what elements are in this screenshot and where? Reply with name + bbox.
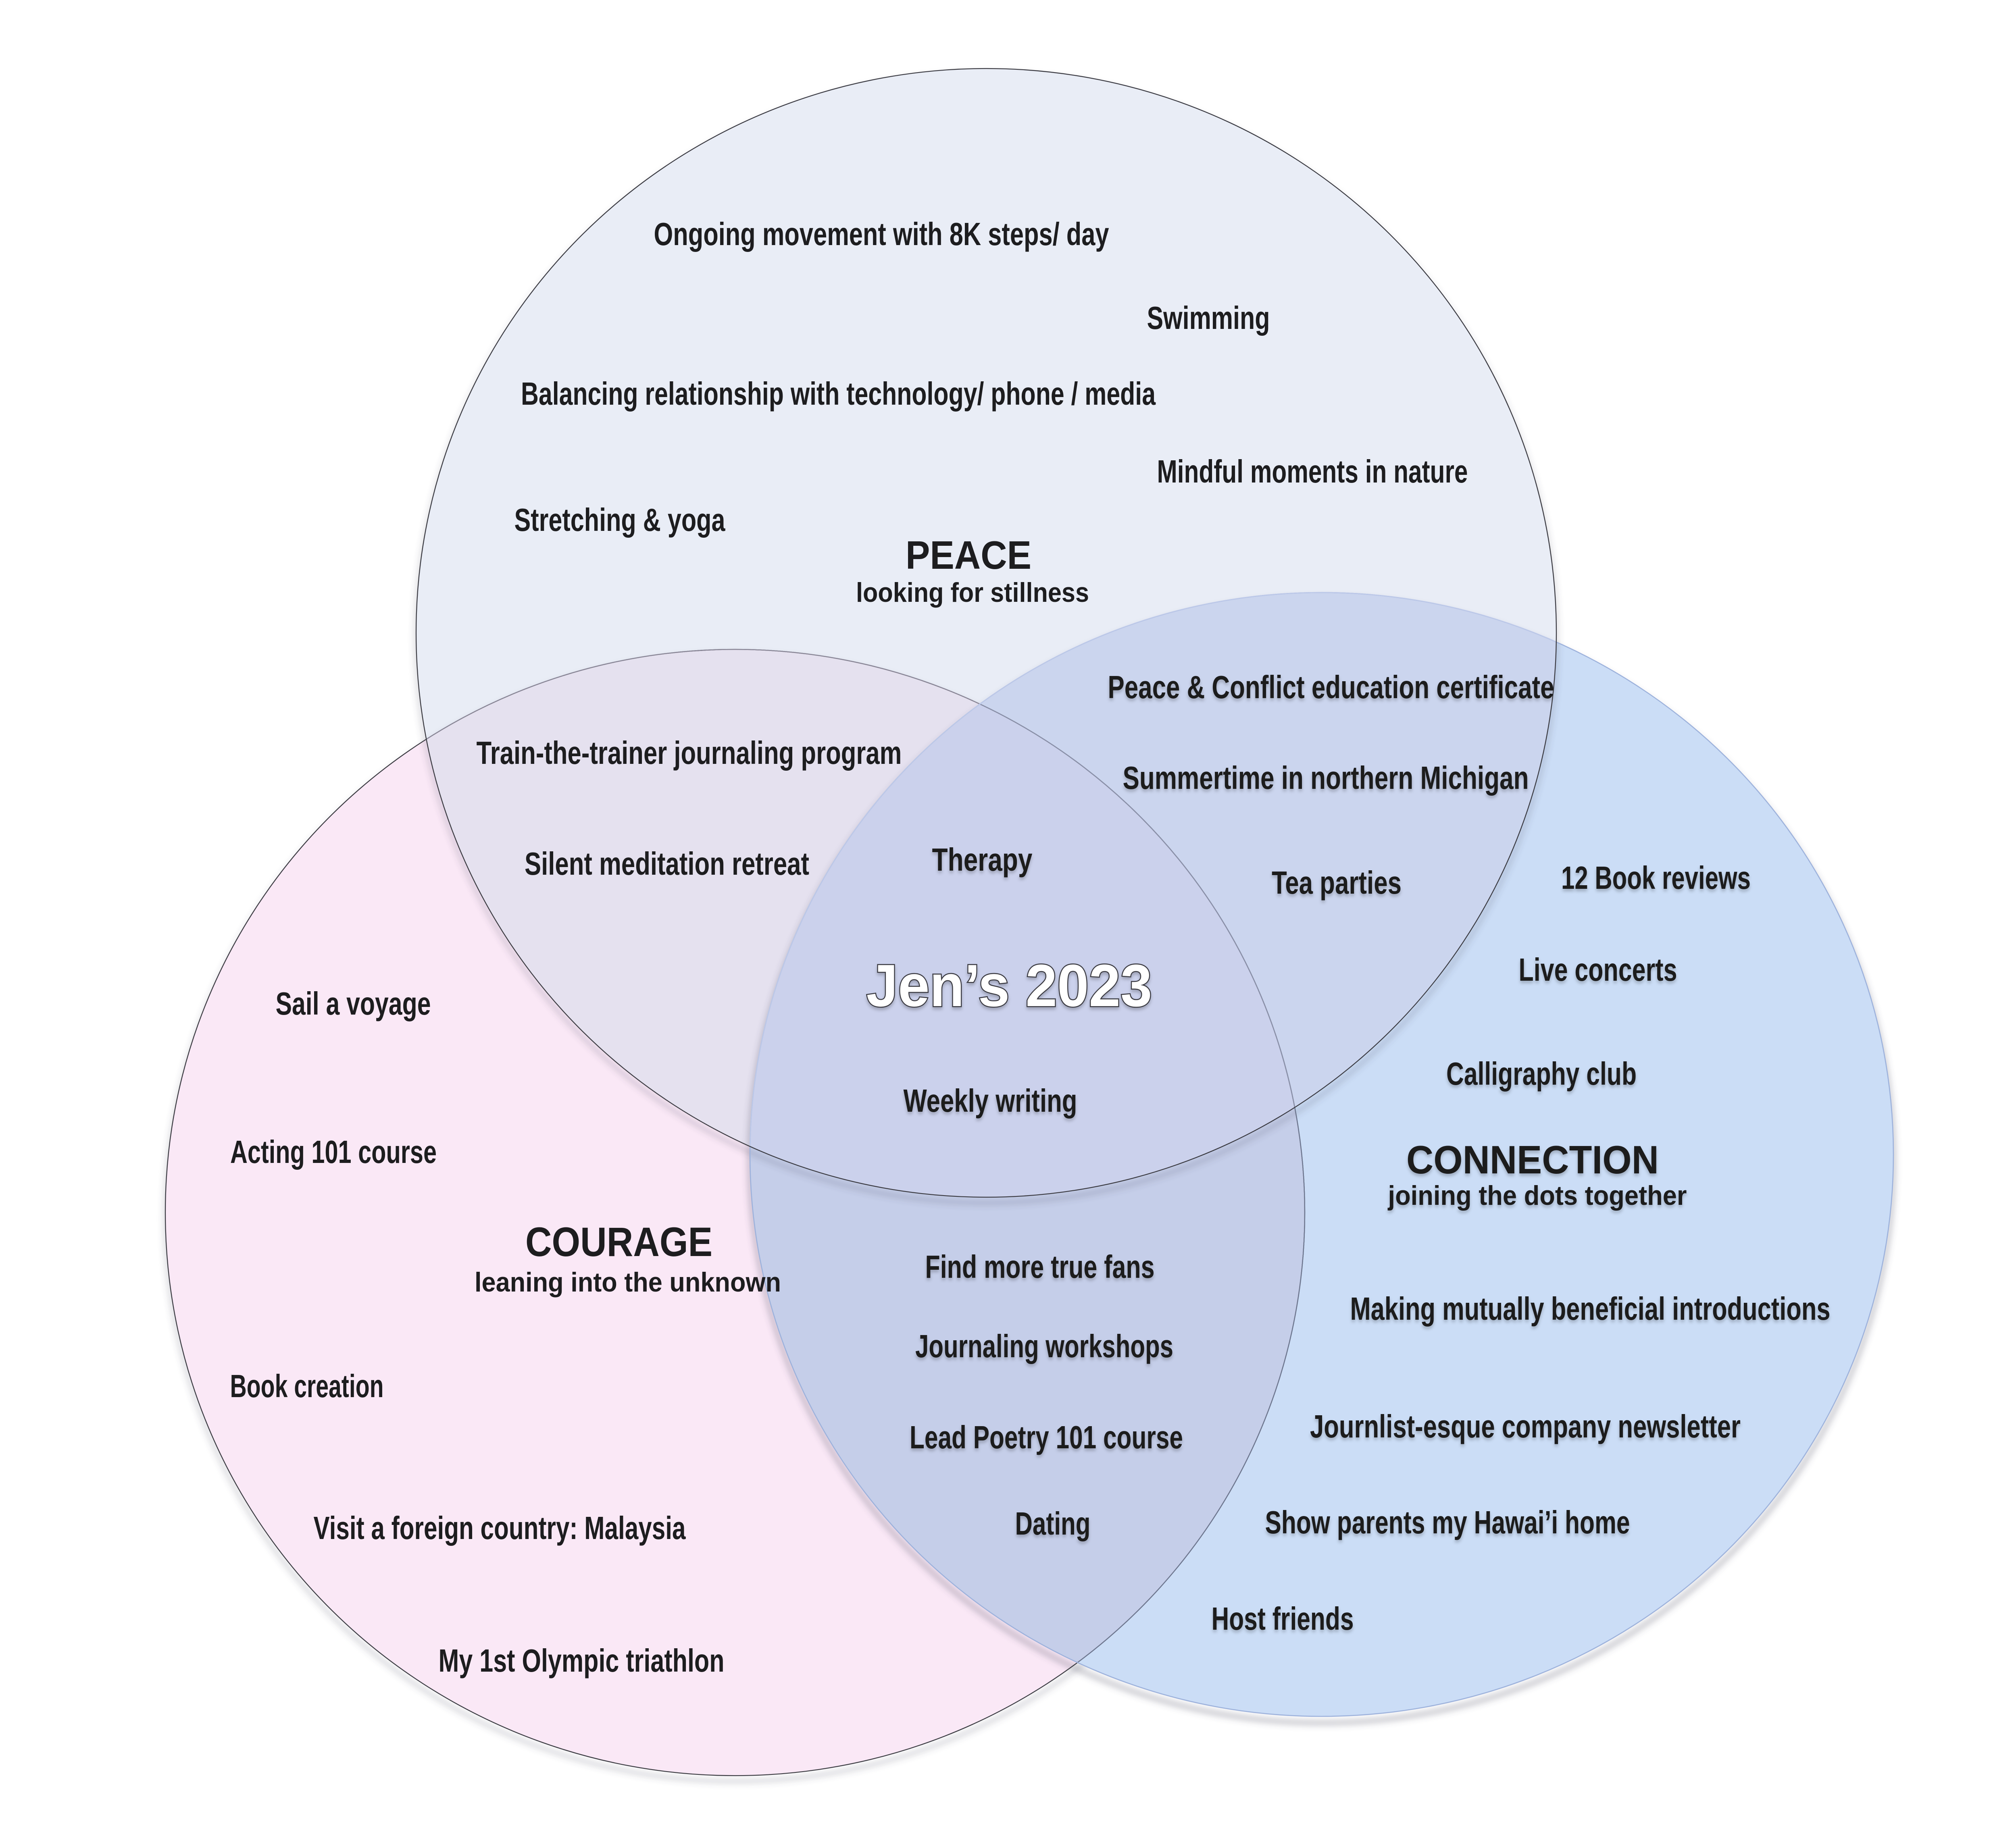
svg-text:Peace & Conflict education cer: Peace & Conflict education certificate	[1108, 669, 1554, 705]
svg-text:12 Book reviews: 12 Book reviews	[1561, 860, 1751, 896]
svg-text:Acting 101 course: Acting 101 course	[230, 1134, 437, 1170]
svg-text:Journlist-esque company newsle: Journlist-esque company newsletter	[1310, 1408, 1741, 1444]
svg-text:leaning into the unknown: leaning into the unknown	[475, 1267, 781, 1298]
svg-text:joining the dots together: joining the dots together	[1387, 1180, 1687, 1211]
svg-text:Summertime in northern Michiga: Summertime in northern Michigan	[1123, 760, 1529, 796]
svg-text:looking for stillness: looking for stillness	[856, 577, 1089, 608]
svg-text:Visit a foreign country: Malay: Visit a foreign country: Malaysia	[314, 1510, 686, 1546]
svg-text:Dating: Dating	[1015, 1506, 1091, 1541]
svg-text:Journaling workshops: Journaling workshops	[915, 1328, 1173, 1364]
svg-text:Book creation: Book creation	[230, 1368, 384, 1404]
svg-text:PEACE: PEACE	[906, 533, 1031, 577]
svg-text:Find more true fans: Find more true fans	[925, 1249, 1155, 1285]
svg-text:Mindful moments in nature: Mindful moments in nature	[1157, 453, 1468, 489]
svg-text:Live concerts: Live concerts	[1519, 952, 1677, 988]
svg-text:Lead Poetry 101 course: Lead Poetry 101 course	[910, 1419, 1183, 1455]
svg-text:Therapy: Therapy	[932, 842, 1033, 878]
svg-text:Balancing relationship with te: Balancing relationship with technology/ …	[521, 376, 1156, 412]
svg-text:Show parents my Hawai’i home: Show parents my Hawai’i home	[1265, 1504, 1630, 1540]
svg-text:Ongoing movement with 8K steps: Ongoing movement with 8K steps/ day	[654, 216, 1109, 252]
svg-text:Train-the-trainer journaling p: Train-the-trainer journaling program	[477, 735, 902, 771]
svg-text:CONNECTION: CONNECTION	[1406, 1138, 1659, 1182]
svg-text:Host friends: Host friends	[1212, 1601, 1354, 1637]
svg-text:Tea parties: Tea parties	[1272, 865, 1402, 901]
svg-text:Silent meditation retreat: Silent meditation retreat	[525, 846, 809, 882]
svg-text:Jen’s 2023: Jen’s 2023	[866, 953, 1152, 1019]
svg-text:COURAGE: COURAGE	[525, 1219, 712, 1265]
svg-text:Calligraphy club: Calligraphy club	[1446, 1056, 1637, 1092]
svg-text:Weekly writing: Weekly writing	[904, 1083, 1077, 1119]
svg-text:Stretching & yoga: Stretching & yoga	[514, 502, 725, 538]
svg-text:Making mutually beneficial in: Making mutually beneficial introductions	[1350, 1291, 1831, 1327]
svg-text:Sail a voyage: Sail a voyage	[276, 986, 431, 1021]
svg-text:My 1st Olympic triathlon: My 1st Olympic triathlon	[439, 1643, 725, 1678]
svg-text:Swimming: Swimming	[1147, 300, 1270, 336]
